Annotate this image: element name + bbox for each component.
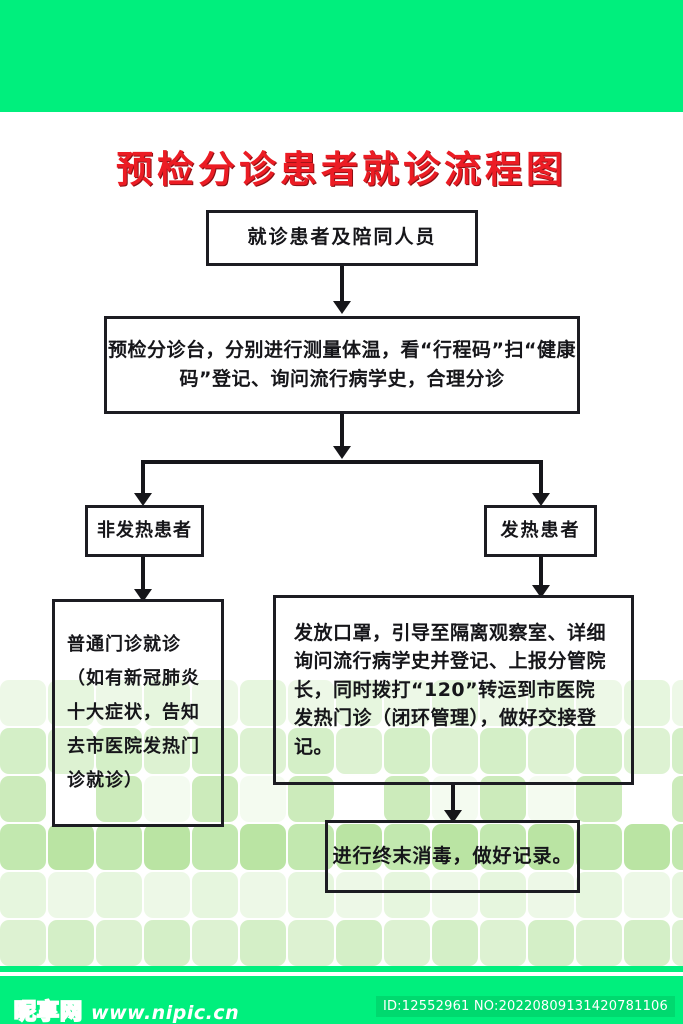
connector-fever-to-feverflow: [539, 557, 543, 591]
mosaic-tile: [528, 920, 574, 966]
mosaic-tile: [0, 776, 46, 822]
arrowhead-fever-to-feverflow: [532, 585, 550, 598]
arrowhead-to-nonfever: [134, 493, 152, 506]
flow-node-nonfever[interactable]: 非发热患者: [85, 505, 204, 557]
mosaic-tile: [0, 680, 46, 726]
flow-node-intake-label: 就诊患者及陪同人员: [247, 226, 437, 249]
flow-node-fever-procedure[interactable]: 发放口罩，引导至隔离观察室、详细询问流行病学史并登记、上报分管院长，同时拨打“1…: [273, 595, 634, 785]
mosaic-tile: [192, 872, 238, 918]
mosaic-tile: [288, 920, 334, 966]
mosaic-tile: [96, 824, 142, 870]
flow-node-fever-label: 发热患者: [500, 520, 581, 542]
top-green-banner: [0, 0, 683, 112]
connector-triage-down: [340, 414, 344, 448]
mosaic-tile: [240, 824, 286, 870]
flow-node-triage-label: 预检分诊台，分别进行测量体温，看“行程码”扫“健康码”登记、询问流行病学史，合理…: [108, 338, 576, 390]
mosaic-tile: [144, 920, 190, 966]
mosaic-tile: [624, 920, 670, 966]
mosaic-tile: [144, 872, 190, 918]
mosaic-tile: [672, 680, 683, 726]
flow-node-intake[interactable]: 就诊患者及陪同人员: [206, 210, 478, 266]
mosaic-tile: [0, 824, 46, 870]
arrowhead-feverflow-to-disinfect: [444, 810, 462, 823]
mosaic-tile: [480, 920, 526, 966]
mosaic-tile: [672, 728, 683, 774]
connector-bus-right-drop: [539, 460, 543, 500]
mosaic-tile: [48, 872, 94, 918]
connector-nonfever-to-general: [141, 557, 145, 595]
brand-url: www.nipic.cn: [91, 1002, 240, 1024]
flow-node-fever[interactable]: 发热患者: [484, 505, 597, 557]
mosaic-tile: [0, 872, 46, 918]
mosaic-tile: [240, 920, 286, 966]
mosaic-tile: [672, 824, 683, 870]
mosaic-tile: [96, 872, 142, 918]
brand-name-cn: 昵享网: [13, 999, 84, 1024]
flow-node-triage[interactable]: 预检分诊台，分别进行测量体温，看“行程码”扫“健康码”登记、询问流行病学史，合理…: [104, 316, 580, 414]
mosaic-tile: [576, 920, 622, 966]
arrowhead-intake-to-triage: [333, 301, 351, 314]
mosaic-tile: [624, 824, 670, 870]
arrowhead-triage-down: [333, 446, 351, 459]
mosaic-tile: [48, 824, 94, 870]
flow-node-general-clinic[interactable]: 普通门诊就诊（如有新冠肺炎十大症状，告知去市医院发热门诊就诊）: [52, 599, 224, 827]
connector-split-bus: [141, 460, 543, 464]
mosaic-tile: [0, 920, 46, 966]
connector-bus-left-drop: [141, 460, 145, 500]
mosaic-tile: [192, 824, 238, 870]
mosaic-tile: [576, 872, 622, 918]
arrowhead-to-fever: [532, 493, 550, 506]
arrowhead-nonfever-to-general: [134, 589, 152, 602]
flow-node-disinfection[interactable]: 进行终末消毒，做好记录。: [325, 820, 580, 893]
flow-node-disinfection-label: 进行终末消毒，做好记录。: [332, 844, 573, 867]
flow-node-fever-procedure-label: 发放口罩，引导至隔离观察室、详细询问流行病学史并登记、上报分管院长，同时拨打“1…: [294, 621, 607, 758]
mosaic-tile: [432, 920, 478, 966]
mosaic-tile: [192, 920, 238, 966]
mosaic-tile: [672, 872, 683, 918]
connector-feverflow-to-disinfect: [451, 785, 455, 816]
connector-intake-to-triage: [340, 266, 344, 303]
page-title: 预检分诊患者就诊流程图: [116, 148, 567, 191]
flow-node-nonfever-label: 非发热患者: [97, 520, 192, 542]
mosaic-tile: [96, 920, 142, 966]
watermark-id-badge: ID:12552961 NO:20220809131420781106: [375, 996, 675, 1017]
mosaic-tile: [336, 920, 382, 966]
mosaic-tile: [576, 824, 622, 870]
site-brand[interactable]: 昵享网 www.nipic.cn: [13, 994, 240, 1024]
flow-node-general-clinic-label: 普通门诊就诊（如有新冠肺炎十大症状，告知去市医院发热门诊就诊）: [67, 633, 200, 792]
mosaic-tile: [384, 920, 430, 966]
footer-stripe: [0, 966, 683, 972]
mosaic-tile: [144, 824, 190, 870]
mosaic-tile: [48, 920, 94, 966]
mosaic-tile: [672, 776, 683, 822]
mosaic-tile: [240, 872, 286, 918]
mosaic-tile: [672, 920, 683, 966]
mosaic-tile: [0, 728, 46, 774]
mosaic-tile: [624, 872, 670, 918]
